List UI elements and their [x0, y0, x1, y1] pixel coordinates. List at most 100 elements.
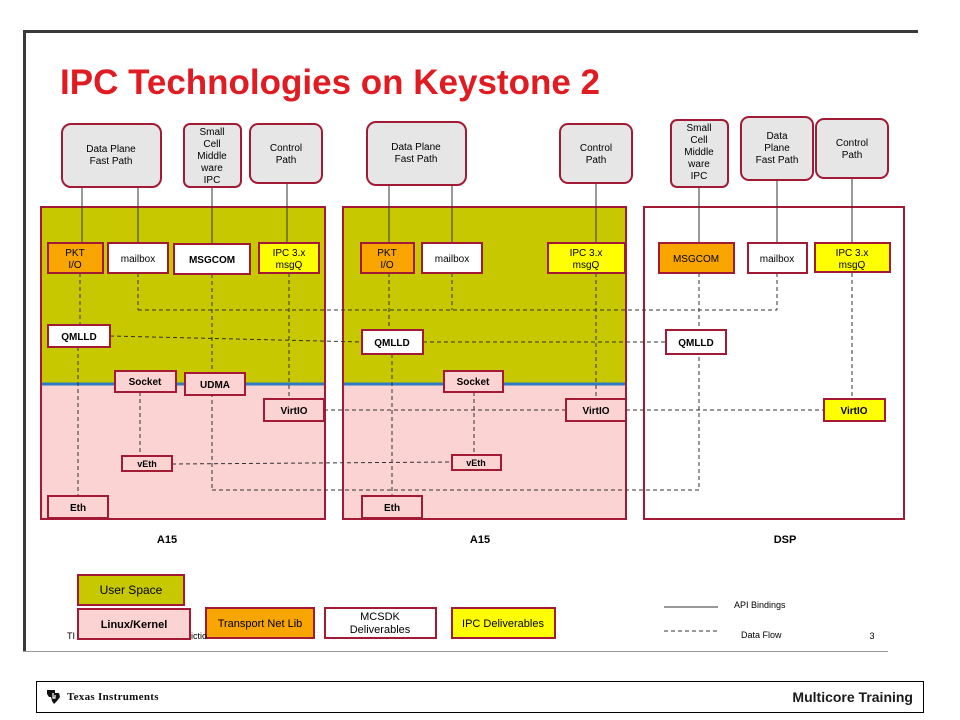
svg-text:Eth: Eth [70, 503, 86, 514]
c1-veth: vEth [121, 455, 173, 472]
svg-text:MSGCOM: MSGCOM [189, 255, 235, 266]
svg-text:MCSDK: MCSDK [360, 611, 400, 623]
legend-linux-kernel: Linux/Kernel [77, 608, 191, 640]
legend-user-space: User Space [77, 574, 185, 606]
legend-data-flow: Data Flow [664, 630, 782, 640]
c3-mailbox: mailbox [747, 242, 808, 274]
core-label-dsp: DSP [774, 534, 797, 546]
svg-text:Plane: Plane [764, 143, 790, 154]
c1-msgcom: MSGCOM [173, 243, 251, 275]
svg-text:User Space: User Space [100, 583, 163, 597]
top-box-c3-control: Control Path [815, 118, 889, 179]
svg-text:PKT: PKT [65, 248, 84, 259]
svg-text:I/O: I/O [380, 260, 394, 271]
c3-msgcom: MSGCOM [658, 242, 735, 274]
c2-veth: vEth [451, 454, 502, 471]
c1-udma: UDMA [184, 372, 246, 396]
top-box-c1-smallcell: Small Cell Middle ware IPC [183, 123, 242, 188]
svg-text:Data: Data [766, 131, 788, 142]
svg-text:I/O: I/O [68, 260, 82, 271]
svg-text:Deliverables: Deliverables [350, 624, 411, 636]
c3-qmlld: QMLLD [665, 329, 727, 355]
core-label-a15-1: A15 [157, 534, 177, 546]
core-a15-1 [40, 206, 326, 520]
svg-text:MSGCOM: MSGCOM [673, 254, 719, 265]
svg-text:VirtIO: VirtIO [582, 406, 609, 417]
c3-ipc3x: IPC 3.x msgQ [814, 242, 891, 273]
svg-text:Cell: Cell [690, 135, 707, 146]
svg-text:ware: ware [687, 159, 710, 170]
texas-instruments-wordmark: Texas Instruments [67, 691, 159, 703]
svg-text:UDMA: UDMA [200, 380, 230, 391]
top-box-c1-dataplane: Data Plane Fast Path [61, 123, 162, 188]
svg-text:VirtIO: VirtIO [280, 406, 307, 417]
svg-text:Data Plane: Data Plane [86, 144, 136, 155]
svg-text:QMLLD: QMLLD [374, 338, 410, 349]
svg-text:IPC 3.x: IPC 3.x [570, 248, 603, 259]
svg-text:vEth: vEth [466, 458, 486, 468]
c2-mailbox: mailbox [421, 242, 483, 274]
svg-text:API Bindings: API Bindings [734, 600, 786, 610]
svg-text:Small: Small [686, 123, 711, 134]
svg-text:msgQ: msgQ [276, 260, 303, 271]
svg-text:Fast Path: Fast Path [756, 155, 799, 166]
svg-text:ware: ware [200, 163, 223, 174]
svg-text:Transport Net Lib: Transport Net Lib [218, 618, 303, 630]
core-label-a15-2: A15 [470, 534, 490, 546]
svg-text:Eth: Eth [384, 503, 400, 514]
svg-text:mailbox: mailbox [121, 254, 155, 265]
svg-text:IPC: IPC [691, 171, 708, 182]
svg-text:IPC 3.x: IPC 3.x [836, 248, 869, 259]
svg-text:Linux/Kernel: Linux/Kernel [101, 619, 168, 631]
legend-api-bindings: API Bindings [664, 600, 786, 610]
footer-bar: Texas Instruments Multicore Training [36, 681, 924, 713]
svg-text:Path: Path [842, 150, 863, 161]
multicore-training-label: Multicore Training [792, 689, 913, 705]
top-box-c3-smallcell: Small Cell Middle ware IPC [670, 119, 729, 188]
legend-transport-net-lib: Transport Net Lib [205, 607, 315, 639]
svg-text:msgQ: msgQ [839, 260, 866, 271]
svg-text:Fast Path: Fast Path [90, 156, 133, 167]
texas-instruments-logo-icon [47, 690, 60, 704]
frame-top-border [23, 30, 918, 33]
c1-pkt-io: PKT I/O [47, 242, 104, 274]
c2-virtio: VirtIO [565, 398, 627, 422]
svg-text:Control: Control [580, 143, 612, 154]
svg-text:IPC Deliverables: IPC Deliverables [462, 618, 544, 630]
legend-mcsdk: MCSDK Deliverables [324, 607, 437, 639]
top-box-c1-control: Control Path [249, 123, 323, 184]
svg-text:VirtIO: VirtIO [840, 406, 867, 417]
footnote-fragment-1: TI [67, 631, 75, 641]
svg-text:Path: Path [276, 155, 297, 166]
svg-text:Data Plane: Data Plane [391, 142, 441, 153]
svg-text:Middle: Middle [684, 147, 714, 158]
c3-virtio: VirtIO [823, 398, 886, 422]
svg-text:Control: Control [836, 138, 868, 149]
top-box-c2-dataplane: Data Plane Fast Path [366, 121, 467, 186]
api-binding-lines [81, 178, 853, 245]
c1-mailbox: mailbox [107, 242, 169, 274]
svg-text:Cell: Cell [203, 139, 220, 150]
slide-title: IPC Technologies on Keystone 2 [60, 63, 601, 102]
c1-virtio: VirtIO [263, 398, 325, 422]
c1-ipc3x: IPC 3.x msgQ [258, 242, 320, 274]
svg-text:QMLLD: QMLLD [61, 332, 97, 343]
svg-text:msgQ: msgQ [573, 260, 600, 271]
footnote-fragment-2: ictio [191, 631, 207, 641]
svg-text:Small: Small [199, 127, 224, 138]
top-box-c2-control: Control Path [559, 123, 633, 184]
svg-text:mailbox: mailbox [435, 254, 469, 265]
c2-pkt-io: PKT I/O [360, 242, 415, 274]
svg-text:Middle: Middle [197, 151, 227, 162]
c2-socket: Socket [443, 370, 504, 393]
svg-text:Fast Path: Fast Path [395, 154, 438, 165]
c2-qmlld: QMLLD [361, 329, 424, 355]
frame-bottom-border [23, 651, 888, 652]
svg-text:Path: Path [586, 155, 607, 166]
c1-eth: Eth [47, 495, 109, 519]
svg-text:vEth: vEth [137, 459, 157, 469]
svg-text:Socket: Socket [129, 377, 162, 388]
svg-text:IPC: IPC [204, 175, 221, 186]
svg-text:QMLLD: QMLLD [678, 338, 714, 349]
c2-eth: Eth [361, 495, 423, 519]
